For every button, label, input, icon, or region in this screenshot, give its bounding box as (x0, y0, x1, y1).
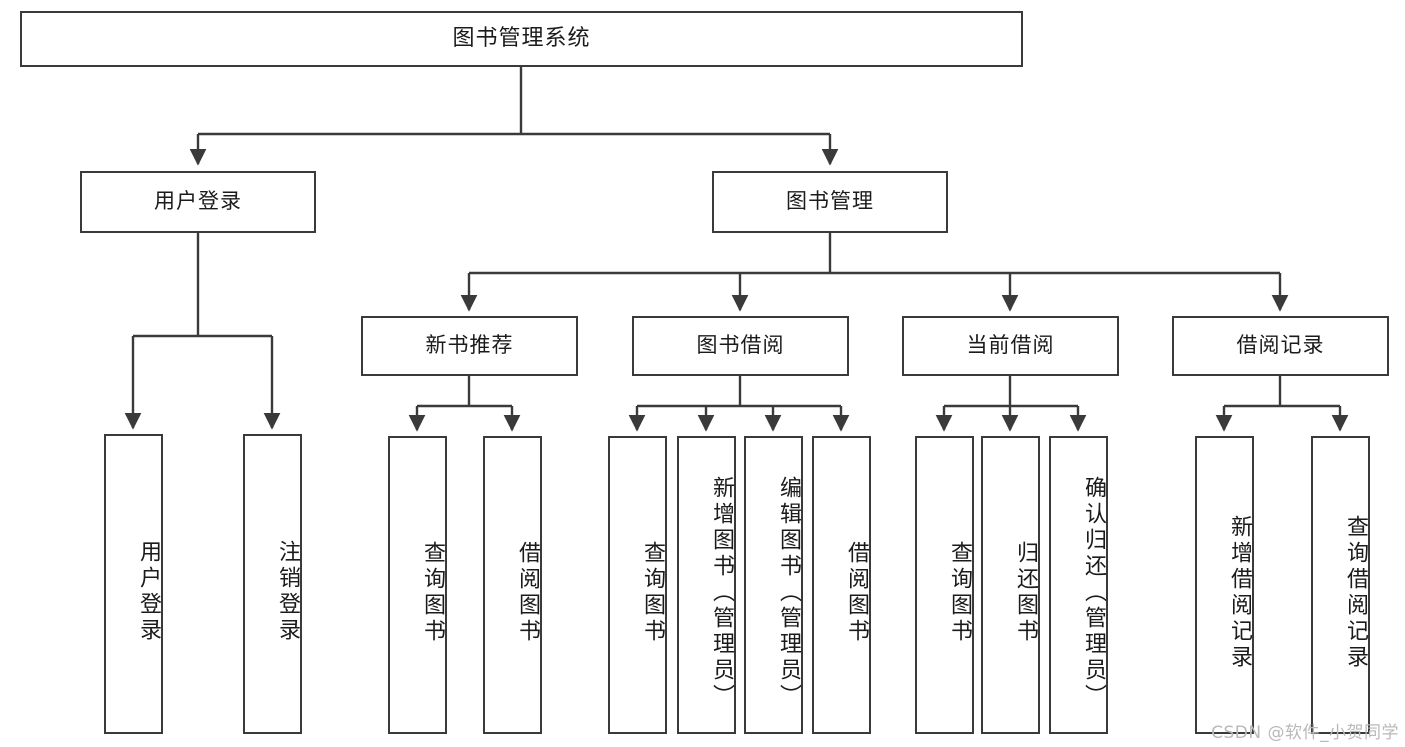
node-leaf-add-book[interactable]: 新增图书（管理员） (677, 436, 736, 734)
node-leaf-add-record-label: 新增借阅记录 (1227, 515, 1252, 671)
node-leaf-query-record-label: 查询借阅记录 (1343, 515, 1368, 671)
node-leaf-user-logout-label: 注销登录 (275, 540, 300, 644)
node-leaf-borrow-book-1[interactable]: 借阅图书 (483, 436, 542, 734)
node-book-borrow-label: 图书借阅 (696, 333, 785, 358)
node-leaf-confirm-return[interactable]: 确认归还（管理员） (1049, 436, 1108, 734)
node-leaf-add-book-label: 新增图书（管理员） (709, 476, 734, 710)
node-borrow-record[interactable]: 借阅记录 (1172, 316, 1389, 376)
node-leaf-user-logout[interactable]: 注销登录 (243, 434, 302, 734)
node-current-borrow[interactable]: 当前借阅 (902, 316, 1119, 376)
node-leaf-query-book-1-label: 查询图书 (420, 541, 445, 645)
node-leaf-edit-book-label: 编辑图书（管理员） (776, 476, 801, 710)
node-user-login-label: 用户登录 (154, 189, 242, 214)
node-leaf-add-record[interactable]: 新增借阅记录 (1195, 436, 1254, 734)
node-root-label: 图书管理系统 (452, 25, 591, 51)
node-current-borrow-label: 当前借阅 (966, 333, 1055, 358)
node-root[interactable]: 图书管理系统 (20, 11, 1023, 67)
node-new-book-recommend[interactable]: 新书推荐 (361, 316, 578, 376)
node-borrow-record-label: 借阅记录 (1236, 333, 1325, 358)
node-leaf-borrow-book-1-label: 借阅图书 (515, 541, 540, 645)
node-leaf-return-book[interactable]: 归还图书 (981, 436, 1040, 734)
node-leaf-return-book-label: 归还图书 (1013, 541, 1038, 645)
node-leaf-query-book-2[interactable]: 查询图书 (608, 436, 667, 734)
node-book-manage[interactable]: 图书管理 (712, 171, 948, 233)
node-leaf-query-book-2-label: 查询图书 (640, 541, 665, 645)
node-leaf-confirm-return-label: 确认归还（管理员） (1081, 476, 1106, 710)
node-new-book-recommend-label: 新书推荐 (425, 333, 514, 358)
node-leaf-query-book-3[interactable]: 查询图书 (915, 436, 974, 734)
node-leaf-query-record[interactable]: 查询借阅记录 (1311, 436, 1370, 734)
csdn-watermark: CSDN @软件_小贺同学 (1211, 723, 1399, 743)
node-leaf-edit-book[interactable]: 编辑图书（管理员） (744, 436, 803, 734)
node-book-borrow[interactable]: 图书借阅 (632, 316, 849, 376)
node-user-login[interactable]: 用户登录 (80, 171, 316, 233)
node-leaf-user-login-label: 用户登录 (136, 540, 161, 644)
node-book-manage-label: 图书管理 (786, 189, 874, 214)
node-leaf-borrow-book-2[interactable]: 借阅图书 (812, 436, 871, 734)
node-leaf-query-book-1[interactable]: 查询图书 (388, 436, 447, 734)
node-leaf-query-book-3-label: 查询图书 (947, 541, 972, 645)
node-leaf-user-login[interactable]: 用户登录 (104, 434, 163, 734)
node-leaf-borrow-book-2-label: 借阅图书 (844, 541, 869, 645)
